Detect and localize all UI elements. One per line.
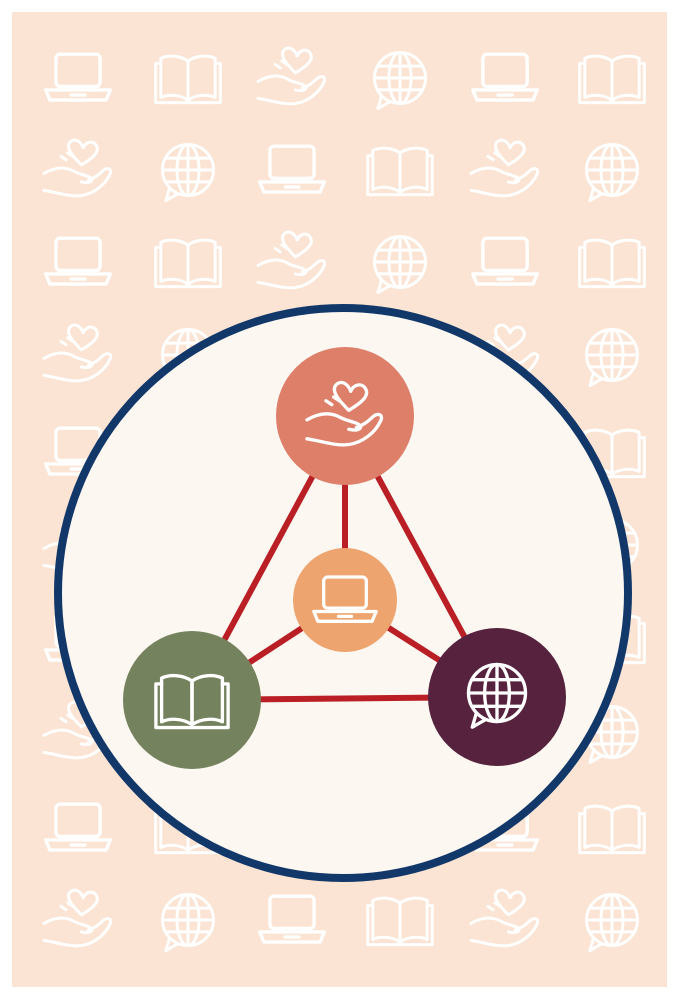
diagram-nodes xyxy=(123,347,566,769)
node-care xyxy=(276,347,414,485)
node-computer-circle xyxy=(293,548,397,652)
node-computer xyxy=(293,548,397,652)
node-globe xyxy=(428,628,566,766)
node-book xyxy=(123,631,261,769)
node-care-circle xyxy=(276,347,414,485)
